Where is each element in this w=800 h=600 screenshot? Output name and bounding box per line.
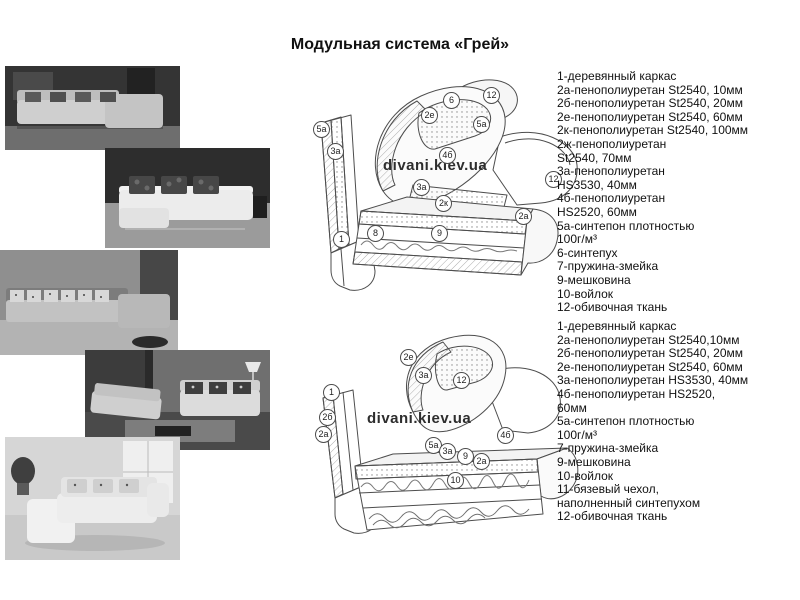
legend-line: 100г/м³: [557, 427, 597, 442]
sofa-cross-section-top: divani.kiev.ua 5а 3а 1 8 2е 6 4б 5а 12 2…: [295, 65, 585, 315]
legend-line: 11-бязевый чехол,: [557, 482, 659, 497]
sofa-photo-5: [5, 437, 180, 560]
sofa-photo-2: [105, 148, 270, 248]
callout-2a: 2а: [473, 453, 490, 470]
callout-6: 6: [443, 92, 460, 109]
sofa-photo-2-image: [105, 148, 270, 248]
legend-line: 12-обивочная ткань: [557, 509, 668, 524]
legend-line: 1-деревянный каркас: [557, 319, 677, 333]
callout-12: 12: [453, 372, 470, 389]
legend-line: 2е-пенополиуретан St2540, 60мм: [557, 359, 743, 374]
legend-line: 1-деревянный каркас: [557, 69, 677, 83]
callout-2b: 2б: [319, 409, 336, 426]
callout-3a: 3а: [327, 143, 344, 160]
legend-line: 2к-пенополиуретан St2540, 100мм: [557, 123, 749, 138]
cross-section-drawing-top: [320, 79, 578, 291]
legend-line: 4б-пенополиуретан: [557, 191, 666, 206]
callout-5a: 5а: [473, 116, 490, 133]
legend-line: 2ж-пенополиуретан: [557, 136, 667, 151]
legend-line: 10-войлок: [557, 286, 614, 301]
callout-1: 1: [323, 384, 340, 401]
legend-line: 100г/м³: [557, 232, 597, 247]
corner-sofa-shape: [17, 90, 163, 128]
callout-1: 1: [333, 231, 350, 248]
legend-line: 6-синтепух: [557, 245, 618, 260]
legend-line: 9-мешковина: [557, 272, 631, 287]
cross-section-drawing-bottom: [322, 334, 579, 534]
watermark-top: divani.kiev.ua: [383, 157, 488, 174]
legend-line: наполненный синтепухом: [557, 495, 701, 510]
watermark-bottom: divani.kiev.ua: [367, 410, 472, 427]
legend-line: 2б-пенополиуретан St2540, 20мм: [557, 346, 743, 361]
callout-2k: 2к: [435, 195, 452, 212]
corner-sofa-shape: [27, 477, 169, 543]
corner-sofa-shape: [6, 288, 170, 328]
sofa-shape: [90, 383, 162, 420]
callout-4b: 4б: [439, 147, 456, 164]
legend-line: 2а-пенополиуретан St2540,10мм: [557, 332, 740, 347]
legend-line: 3а-пенополиуретан: [557, 164, 665, 179]
legend-line: 5а-синтепон плотностью: [557, 414, 695, 429]
legend-line: 60мм: [557, 400, 587, 415]
legend-line: St2540, 70мм: [557, 150, 632, 165]
legend-line: HS3530, 40мм: [557, 177, 637, 192]
sofa-shape-2: [180, 380, 260, 416]
callout-12: 12: [545, 171, 562, 188]
callout-3a: 3а: [439, 443, 456, 460]
legend-line: HS2520, 60мм: [557, 204, 637, 219]
legend-line: 12-обивочная ткань: [557, 300, 668, 315]
callout-10: 10: [447, 472, 464, 489]
legend-line: 2е-пенополиуретан St2540, 60мм: [557, 109, 743, 124]
callout-9: 9: [457, 448, 474, 465]
sofa-photo-4: [85, 350, 270, 450]
sofa-section-shapes: [320, 79, 578, 291]
legend-line: 3а-пенополиуретан HS3530, 40мм: [557, 373, 749, 388]
callout-2a: 2а: [315, 426, 332, 443]
legend-bottom: 1-деревянный каркас 2а-пенополиуретан St…: [557, 319, 799, 524]
page-title: Модульная система «Грей»: [290, 36, 510, 53]
callout-12: 12: [483, 87, 500, 104]
legend-line: 4б-пенополиуретан HS2520,: [557, 386, 716, 401]
sofa-photo-3: [0, 250, 178, 355]
sofa-shape: [119, 176, 253, 228]
legend-line: 2б-пенополиуретан St2540, 20мм: [557, 96, 743, 111]
sofa-photo-1: [5, 66, 180, 150]
sofa-photo-3-image: [0, 250, 178, 355]
callout-2e: 2е: [421, 107, 438, 124]
legend-line: 5а-синтепон плотностью: [557, 218, 695, 233]
callout-4b: 4б: [497, 427, 514, 444]
legend-line: 10-войлок: [557, 468, 614, 483]
legend-line: 7-пружина-змейка: [557, 441, 659, 456]
legend-line: 9-мешковина: [557, 454, 631, 469]
sofa-photo-5-image: [5, 437, 180, 560]
legend-line: 2а-пенополиуретан St2540, 10мм: [557, 82, 743, 97]
callout-5a: 5а: [313, 121, 330, 138]
callout-3a: 3а: [415, 367, 432, 384]
callout-2e: 2е: [400, 349, 417, 366]
callout-2a: 2а: [515, 208, 532, 225]
sofa-photo-1-image: [5, 66, 180, 150]
sofa-cross-section-bottom: divani.kiev.ua 1 2е 3а 12 2б 2а 5а 3а 9 …: [295, 318, 585, 563]
callout-8: 8: [367, 225, 384, 242]
legend-top: 1-деревянный каркас 2а-пенополиуретан St…: [557, 69, 799, 315]
callout-3a: 3а: [413, 179, 430, 196]
sofa-section-shapes: [322, 334, 579, 534]
sofa-photo-4-image: [85, 350, 270, 450]
legend-line: 7-пружина-змейка: [557, 259, 659, 274]
callout-9: 9: [431, 225, 448, 242]
